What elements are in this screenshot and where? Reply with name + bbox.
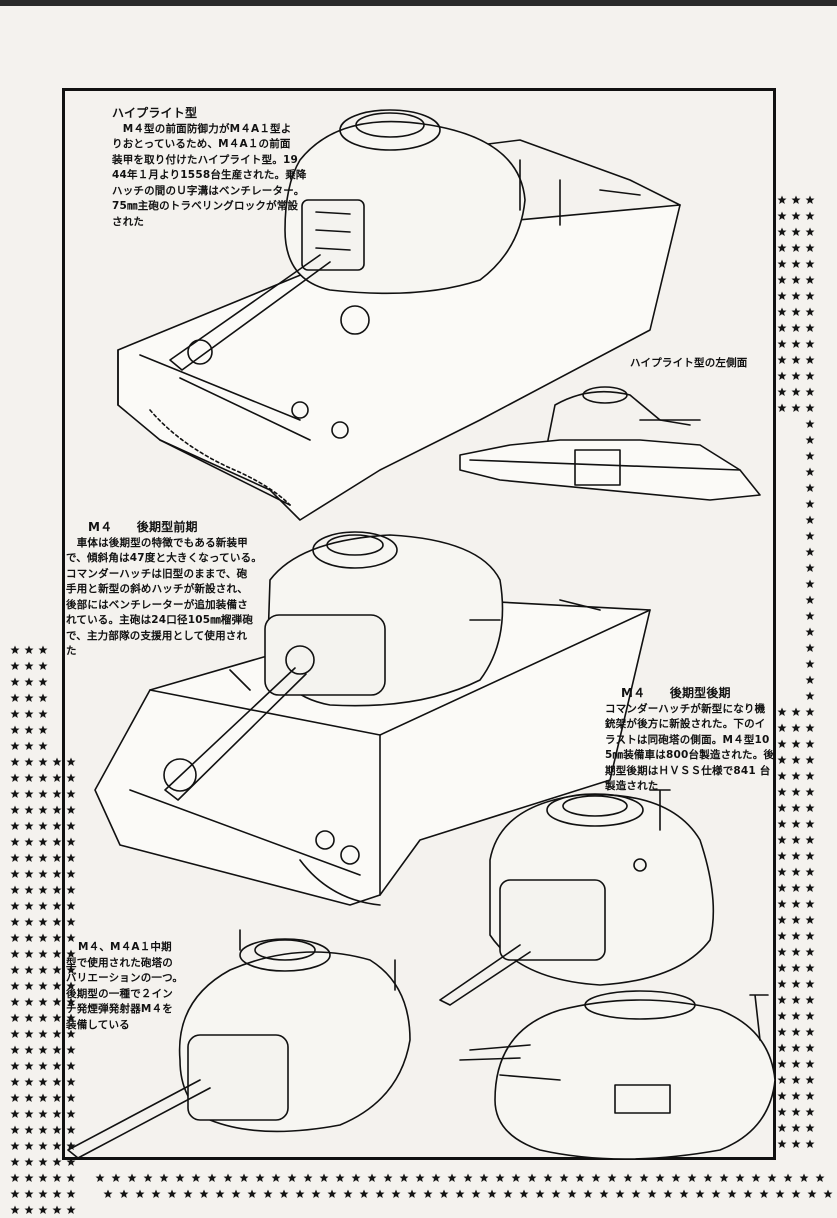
turret-mid-variant-illustration xyxy=(67,929,411,1159)
section-hybrid: ハイプライト型 M４型の前面防御力がM４A１型よ りおとっているため、M４A１の… xyxy=(112,106,307,230)
tank-late-early-illustration xyxy=(94,531,651,906)
section-late-early-line: 手用と新型の斜めハッチが新設され、 xyxy=(66,583,249,595)
section-late-late-line: コマンダーハッチが新型になり機 xyxy=(605,702,766,715)
section-late-late-line: 銃架が後方に新設された。下のイ xyxy=(605,718,766,730)
section-mid-turret-line: 後期型の一種で２イン xyxy=(66,987,173,1000)
section-late-early-title: M４ 後期型前期 xyxy=(88,520,198,534)
section-mid-turret: M４、M４A１中期 型で使用された砲塔の バリエーションの一つ。 後期型の一種で… xyxy=(66,940,183,1033)
section-hybrid-line: りおとっているため、M４A１の前面 xyxy=(112,138,291,150)
caption-hybrid-left-side: ハイプライト型の左側面 xyxy=(630,357,748,369)
section-late-early-line: で、主力部隊の支援用として使用され xyxy=(66,629,248,642)
section-late-early-line: 車体は後期型の特徴でもある新装甲 xyxy=(66,536,248,549)
section-late-early-line: で、傾斜角は47度と大きくなっている。 xyxy=(66,552,262,564)
section-hybrid-line: 44年１月より1558台生産された。乗降 xyxy=(112,169,307,181)
section-late-early-line: た xyxy=(66,645,77,657)
section-late-late-line: ラストは同砲塔の側面。M４型10 xyxy=(605,733,770,746)
section-mid-turret-line: バリエーションの一つ。 xyxy=(66,972,184,984)
section-mid-turret-line: 装備している xyxy=(66,1018,130,1031)
tank-hybrid-illustration xyxy=(117,109,681,521)
illustration-frame xyxy=(62,88,776,1160)
section-late-early: M４ 後期型前期 車体は後期型の特徴でもある新装甲 で、傾斜角は47度と大きくな… xyxy=(66,520,262,660)
section-hybrid-line: ハッチの間のＵ字溝はベンチレーター。 xyxy=(112,184,305,197)
section-late-early-line: れている。主砲は24口径105㎜榴弾砲 xyxy=(66,614,254,626)
section-hybrid-line: 75㎜主砲のトラベリングロックが常設 xyxy=(112,200,299,212)
section-late-late-line: 製造された xyxy=(605,780,659,792)
section-late-late-line: 期型後期はＨＶＳＳ仕様で841 台 xyxy=(605,764,771,777)
section-late-late-title: M４ 後期型後期 xyxy=(621,686,731,700)
section-hybrid-title: ハイプライト型 xyxy=(112,106,198,120)
section-late-early-line: 後部にはベンチレーターが追加装備さ xyxy=(66,598,248,611)
section-late-late: M４ 後期型後期 コマンダーハッチが新型になり機 銃架が後方に新設された。下のイ… xyxy=(605,686,774,795)
scan-edge xyxy=(0,0,837,6)
section-late-late-line: 5㎜装備車は800台製造された。後 xyxy=(605,749,775,761)
section-hybrid-line: M４型の前面防御力がM４A１型よ xyxy=(112,122,292,135)
section-mid-turret-line: M４、M４A１中期 xyxy=(78,941,172,953)
turret-side-view-illustration xyxy=(459,990,776,1160)
section-hybrid-line: 装甲を取り付けたハイプライト型。19 xyxy=(112,153,299,166)
section-hybrid-line: された xyxy=(112,215,145,228)
turret-late-late-illustration xyxy=(439,789,715,1006)
section-late-early-line: コマンダーハッチは旧型のままで、砲 xyxy=(66,567,248,580)
tank-hybrid-side-view xyxy=(459,386,761,501)
section-mid-turret-line: チ発煙弾発射器M４を xyxy=(66,1003,173,1015)
section-mid-turret-line: 型で使用された砲塔の xyxy=(66,956,173,969)
